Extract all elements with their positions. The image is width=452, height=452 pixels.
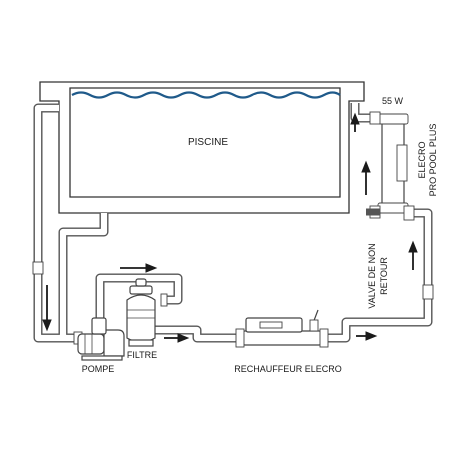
uv-top-fitting: [369, 111, 381, 125]
filter-base: [128, 339, 154, 347]
flow-arrow-up-valve: [408, 240, 418, 270]
labels: 55 W ELECRO PRO POOL PLUS VALVE DE NON R…: [82, 96, 438, 374]
heater-body: [241, 330, 323, 346]
elecro-uv-unit: [366, 111, 415, 221]
pump-label: POMPE: [82, 364, 115, 374]
pool: PISCINE: [39, 81, 365, 214]
heater-flow-switch: [309, 319, 319, 332]
flow-arrow-right-filter: [164, 333, 190, 343]
check-valve-label-line1: VALVE DE NON: [367, 243, 377, 308]
skimmer-pipe: [59, 213, 108, 336]
flow-arrows: [42, 112, 418, 343]
pool-inner-wall: [69, 87, 341, 198]
flow-arrow-down-left: [42, 285, 52, 332]
check-valve-label-line2: RETOUR: [379, 257, 389, 295]
heater-label: RECHAUFFEUR ELECRO: [234, 364, 342, 374]
flow-arrow-up-return: [350, 112, 360, 132]
electro-label-line2: PRO POOL PLUS: [428, 124, 438, 197]
fitting-filter-out: [160, 293, 168, 307]
pump: [77, 317, 125, 361]
fitting-suction: [32, 261, 44, 275]
heater-flange-left: [235, 328, 245, 348]
filter-valve-cap: [135, 278, 147, 287]
flow-arrow-right-heater: [356, 331, 378, 341]
suction-pipe: [34, 104, 80, 342]
uv-outlet-fitting: [403, 205, 415, 221]
uv-end-cap-bottom: [377, 202, 409, 214]
power-label: 55 W: [382, 96, 404, 106]
filter-valve-body: [129, 285, 153, 295]
sand-filter: [126, 278, 156, 347]
heater-flange-right: [319, 328, 329, 348]
elecro-heater: [235, 309, 329, 348]
filter-to-heater-pipe: [150, 326, 242, 342]
flow-arrow-up-uv: [361, 160, 371, 195]
electro-label-line1: ELECRO: [417, 141, 427, 178]
flow-arrow-right-top: [120, 263, 158, 273]
uv-ballast: [396, 144, 408, 182]
pool-water-surface: [71, 91, 341, 99]
pump-motor: [77, 333, 105, 355]
heater-display: [259, 321, 283, 329]
filter-tank: [126, 294, 156, 343]
pump-to-filter-pipe: [96, 274, 182, 322]
pump-housing: [103, 329, 125, 357]
fitting-return: [422, 284, 434, 300]
pump-strainer: [91, 317, 107, 335]
pump-foot: [81, 355, 123, 361]
heater-to-return-pipe: [322, 209, 432, 342]
pool-label: PISCINE: [188, 137, 228, 148]
uv-end-cap-top: [377, 113, 409, 125]
filter-label: FILTRE: [127, 350, 157, 360]
